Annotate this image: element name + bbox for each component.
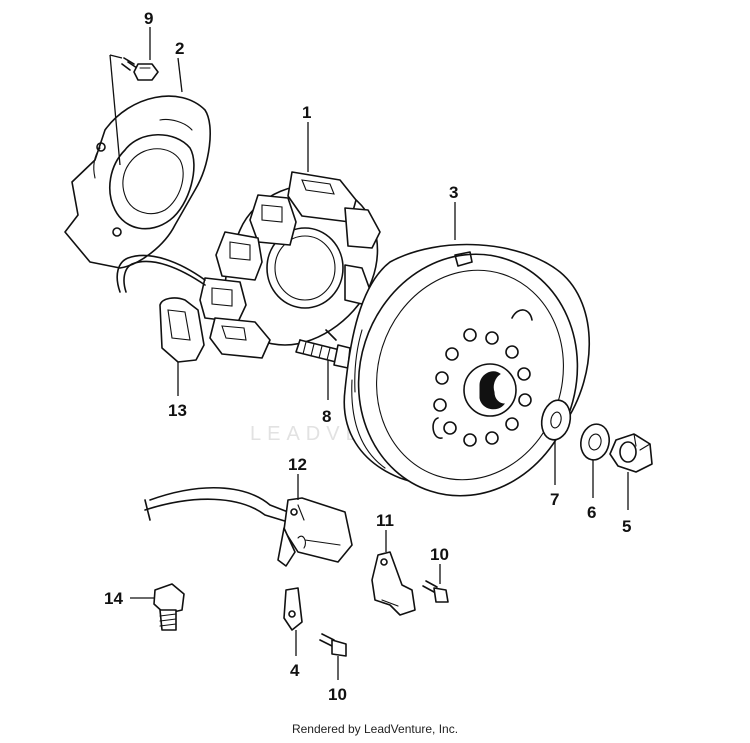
grommet-part-13 (159, 297, 205, 363)
label-part-13: 13 (168, 401, 187, 420)
label-part-14: 14 (104, 589, 123, 608)
hex-bolt-part-14 (153, 583, 185, 631)
label-part-5: 5 (622, 517, 631, 536)
label-part-10-bottom: 10 (328, 685, 347, 704)
flywheel-rotor (343, 243, 591, 497)
stator-base-plate (64, 95, 211, 269)
lock-washer-part-6 (580, 423, 610, 461)
label-part-7: 7 (550, 490, 559, 509)
label-part-9: 9 (144, 9, 153, 28)
small-bolt-part-9 (121, 57, 159, 81)
stator-wire (116, 254, 206, 293)
stator-coil-assembly (199, 171, 381, 359)
flywheel-holes (433, 328, 532, 447)
label-part-2: 2 (175, 39, 184, 58)
washer-part-7 (540, 399, 572, 441)
nut-part-5 (609, 433, 653, 473)
label-part-3: 3 (449, 183, 458, 202)
label-part-11: 11 (376, 511, 394, 530)
bolt-part-8 (295, 339, 351, 369)
bracket-part-11 (371, 551, 416, 616)
pulse-generator-part-12 (144, 487, 353, 567)
label-part-6: 6 (587, 503, 596, 522)
footer-credit: Rendered by LeadVenture, Inc. (291, 722, 459, 736)
label-part-1: 1 (302, 103, 311, 122)
label-part-8: 8 (322, 407, 331, 426)
screw-part-10-right (422, 580, 449, 603)
screw-part-10-bottom (319, 633, 347, 657)
label-part-4: 4 (290, 661, 300, 680)
clip-part-4 (283, 587, 303, 631)
label-part-12: 12 (288, 455, 307, 474)
label-part-10-right: 10 (430, 545, 449, 564)
leader-lines (109, 27, 629, 680)
part-number-labels: 9 2 1 3 8 13 7 6 5 12 11 10 14 4 10 (104, 9, 631, 704)
